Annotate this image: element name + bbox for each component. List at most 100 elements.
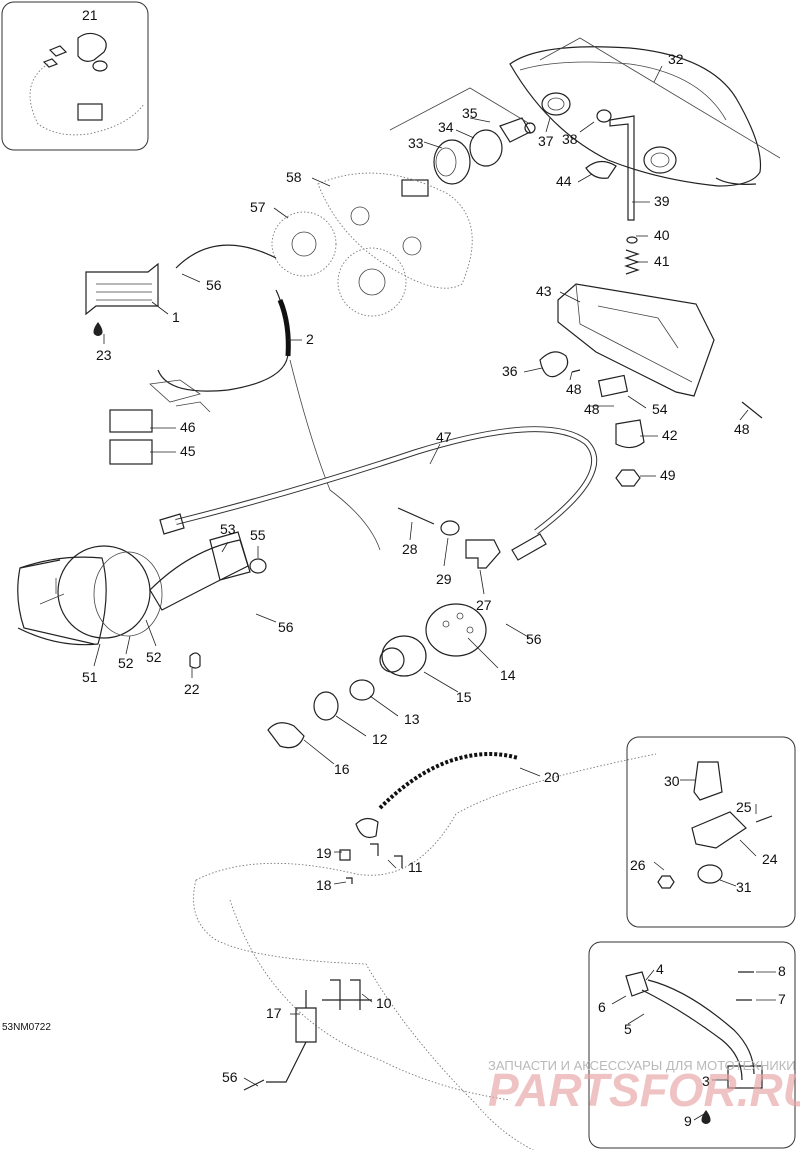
callout-35: 35 [462,105,478,121]
lubricant-drop-icon [701,1110,711,1124]
sensor-30 [693,761,723,801]
callout-3: 3 [702,1073,710,1089]
callout-47: 47 [436,429,452,445]
clamp-ring [697,864,723,884]
bulb-holder [585,160,617,179]
callout-12: 12 [372,731,388,747]
coiled-lanyard [378,752,519,810]
cable-fitting [511,533,547,561]
callout-50: 54 [652,401,668,417]
callout-42: 42 [662,427,678,443]
callout-23: 23 [96,347,112,363]
inset-connector [588,941,796,1149]
switch-housing-lower [109,439,153,465]
callout-29: 29 [436,571,452,587]
callout-10: 10 [376,995,392,1011]
nut-icon [615,469,641,487]
adjuster-plate [597,374,629,398]
headlight-bracket [557,283,715,397]
harness-run [289,359,381,551]
callout-48b: 48 [584,401,600,417]
temperature-sensor [266,990,317,1083]
drawing-reference-code: 53NM0722 [2,1022,51,1033]
callout-55: 55 [250,527,266,543]
callout-56d: 56 [222,1069,238,1085]
callout-52: 52 [146,649,162,665]
callout-54: 52 [118,655,134,671]
inset-ignition-key [1,1,149,151]
switch-connectors [149,379,211,413]
nut-icon [657,875,675,889]
callout-17: 17 [266,1005,282,1021]
callout-44: 44 [556,173,572,189]
callout-45: 45 [180,443,196,459]
callout-56b: 56 [278,619,294,635]
bolt-icon [755,815,773,823]
callout-7: 7 [778,991,786,1007]
callout-28: 28 [402,541,418,557]
adjuster-knob [615,419,645,449]
callout-40: 40 [654,227,670,243]
callout-46: 46 [180,419,196,435]
gasket [93,551,163,637]
gauge-clamp [149,539,249,611]
bulb-socket [389,87,536,197]
callout-21: 21 [82,7,98,23]
callout-53: 53 [220,521,236,537]
clamp-strap [209,531,251,581]
callout-8: 8 [778,963,786,979]
callout-30: 30 [664,773,680,789]
cable-end [159,513,185,535]
callout-56c: 56 [526,631,542,647]
harness-connector [641,979,755,1081]
adjust-rod [609,115,640,275]
callout-38: 38 [562,131,578,147]
fastener-icon [339,843,403,884]
inset-sensor-bracket [626,736,796,928]
watermark-logo: PARTSFOR.RU [488,1064,800,1116]
lubricant-drop-icon [93,322,103,336]
watermark-tagline: ЗАПЧАСТИ И АКСЕССУАРЫ ДЛЯ МОТОТЕХНИКИ [488,1058,796,1073]
callout-31: 31 [736,879,752,895]
callout-27: 27 [476,597,492,613]
callout-48c: 48 [734,421,750,437]
callout-36: 36 [502,363,518,379]
washer-icon [440,520,460,536]
lanyard-clip [355,817,379,839]
elbow-fitting [465,539,501,569]
callout-58: 58 [286,169,302,185]
callout-26: 26 [630,857,646,873]
callout-49: 49 [660,467,676,483]
mounting-bracket [691,811,747,849]
screw-icon [571,369,763,419]
pin [397,507,435,525]
callout-15: 15 [456,689,472,705]
callout-1: 1 [172,309,180,325]
clamp-piece [539,351,569,378]
callout-2: 2 [306,331,314,347]
callout-56a: 56 [206,277,222,293]
callout-41: 41 [654,253,670,269]
callout-13: 13 [404,711,420,727]
callout-4: 4 [656,961,664,977]
callout-24: 24 [762,851,778,867]
callout-39: 39 [654,193,670,209]
nut-icon [249,558,267,574]
callout-6: 6 [598,999,606,1015]
gauge-bezel-plates [271,172,473,317]
fuse-box [85,262,159,316]
ignition-key-icon [29,32,145,136]
callout-25: 25 [736,799,752,815]
vehicle-body-outline [193,753,657,1150]
screw-icon [243,1079,265,1091]
switch-housing-upper [109,409,153,433]
connector-4 [625,971,649,997]
callout-9: 9 [684,1113,692,1129]
callout-43: 43 [536,283,552,299]
callout-32: 32 [668,51,684,67]
ignition-switch [267,603,487,749]
callout-5: 5 [624,1021,632,1037]
callout-18: 18 [316,877,332,893]
callout-20: 20 [544,769,560,785]
